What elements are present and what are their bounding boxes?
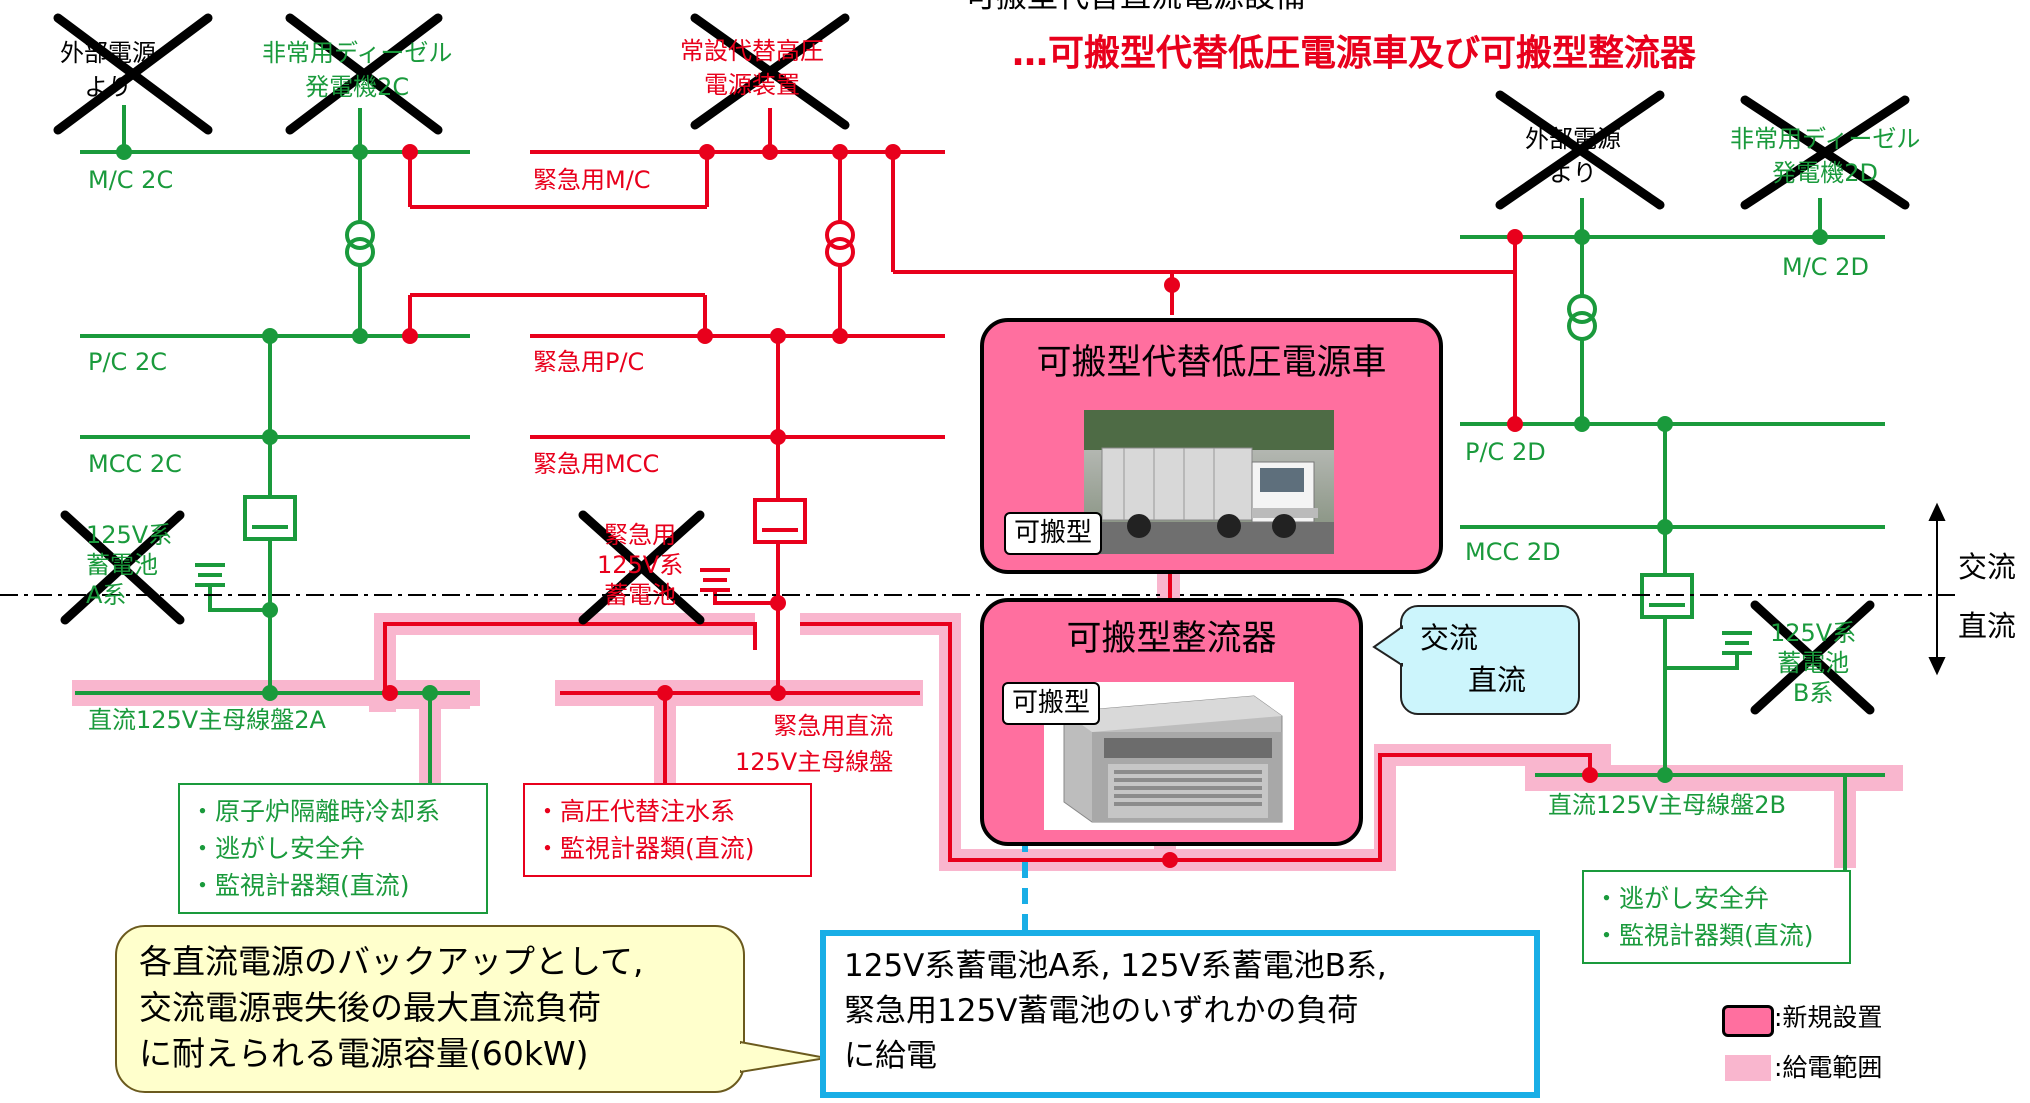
source-ext-power-d: 外部電源 より bbox=[1525, 125, 1621, 187]
infobox-text: 125V系蓄電池A系, 125V系蓄電池B系, 緊急用125V蓄電池のいずれかの… bbox=[844, 948, 1387, 1074]
load-em-item: ・高圧代替注水系 bbox=[535, 797, 736, 826]
bus-pc-2c: P/C 2C bbox=[88, 348, 167, 376]
bus-em-pc: 緊急用P/C bbox=[533, 348, 645, 376]
bus-mcc-2d: MCC 2D bbox=[1465, 538, 1561, 566]
load-2b-item: ・逃がし安全弁 bbox=[1594, 884, 1770, 913]
bus-dc-2b: 直流125V主母線盤2B bbox=[1548, 791, 1786, 819]
battery-b-label: 125V系 蓄電池 B系 bbox=[1770, 619, 1857, 707]
truck-photo bbox=[1084, 410, 1334, 554]
source-ext-power-c: 外部電源 より bbox=[60, 39, 156, 101]
source-perm-hv: 常設代替高圧 電源装置 bbox=[680, 37, 824, 99]
source-diesel-2d: 非常用ディーゼル 発電機2D bbox=[1730, 125, 1921, 187]
load-2a-item: ・逃がし安全弁 bbox=[190, 834, 366, 863]
legend-supply-range-label: :給電範囲 bbox=[1774, 1053, 1883, 1082]
bubble-ac: 交流 bbox=[1420, 621, 1479, 655]
bus-pc-2d: P/C 2D bbox=[1465, 438, 1546, 466]
rectifier-photo-art bbox=[1044, 682, 1294, 830]
load-box-2b: ・逃がし安全弁 ・監視計器類(直流) bbox=[1582, 870, 1851, 964]
load-2b-item: ・監視計器類(直流) bbox=[1594, 921, 1814, 950]
rectifier-portable-tag: 可搬型 bbox=[1002, 682, 1101, 726]
load-2a-item: ・監視計器類(直流) bbox=[190, 871, 410, 900]
top-title-fragment: 可搬型代替直流電源設備 bbox=[965, 0, 1306, 13]
bus-mcc-2c: MCC 2C bbox=[88, 450, 182, 478]
ac-dc-bubble: 交流 直流 bbox=[1400, 605, 1580, 715]
load-2a-item: ・原子炉隔離時冷却系 bbox=[190, 797, 441, 826]
battery-em-label: 緊急用 125V系 蓄電池 bbox=[597, 521, 684, 609]
legend-supply-range-swatch bbox=[1725, 1055, 1771, 1081]
legend-new-install-swatch bbox=[1722, 1005, 1774, 1037]
dc-label: 直流 bbox=[1958, 609, 2017, 643]
truck-portable-tag: 可搬型 bbox=[1004, 512, 1103, 556]
load-em-item: ・監視計器類(直流) bbox=[535, 834, 755, 863]
junction-dots bbox=[116, 144, 1828, 868]
ac-label: 交流 bbox=[1958, 550, 2017, 584]
rectifier-photo bbox=[1044, 682, 1294, 830]
bus-dc-em: 緊急用直流 125V主母線盤 bbox=[735, 712, 894, 776]
rectifier-title: 可搬型整流器 bbox=[1066, 619, 1277, 659]
callout-text: 各直流電源のバックアップとして, 交流電源喪失後の最大直流負荷 に耐えられる電源… bbox=[139, 942, 644, 1073]
bus-em-mcc: 緊急用MCC bbox=[533, 450, 660, 478]
bus-mc-2d: M/C 2D bbox=[1782, 253, 1869, 281]
system-emergency bbox=[383, 108, 1592, 862]
portable-power-truck: 可搬型代替低圧電源車 可搬型 bbox=[980, 318, 1443, 574]
supply-info-box: 125V系蓄電池A系, 125V系蓄電池B系, 緊急用125V蓄電池のいずれかの… bbox=[820, 930, 1540, 1098]
x-marks bbox=[53, 13, 1910, 715]
callout-tail bbox=[740, 1040, 827, 1074]
source-diesel-2c: 非常用ディーゼル 発電機2C bbox=[262, 39, 453, 101]
battery-a-label: 125V系 蓄電池 A系 bbox=[86, 521, 173, 609]
truck-photo-art bbox=[1084, 410, 1334, 554]
bubble-dc: 直流 bbox=[1468, 663, 1527, 697]
legend-new-install-label: :新規設置 bbox=[1774, 1003, 1883, 1032]
load-box-2a: ・原子炉隔離時冷却系 ・逃がし安全弁 ・監視計器類(直流) bbox=[178, 783, 488, 914]
bus-dc-2a: 直流125V主母線盤2A bbox=[88, 706, 326, 734]
bubble-tail bbox=[1372, 625, 1404, 667]
subtitle: …可搬型代替低圧電源車及び可搬型整流器 bbox=[1012, 33, 1697, 74]
ac-dc-arrow bbox=[1928, 502, 1946, 676]
bus-mc-2c: M/C 2C bbox=[88, 166, 174, 194]
capacity-callout: 各直流電源のバックアップとして, 交流電源喪失後の最大直流負荷 に耐えられる電源… bbox=[115, 925, 745, 1093]
bus-em-mc: 緊急用M/C bbox=[533, 166, 651, 194]
load-box-em: ・高圧代替注水系 ・監視計器類(直流) bbox=[523, 783, 812, 877]
portable-rectifier: 可搬型整流器 可搬型 bbox=[980, 598, 1363, 846]
truck-title: 可搬型代替低圧電源車 bbox=[1036, 343, 1387, 383]
